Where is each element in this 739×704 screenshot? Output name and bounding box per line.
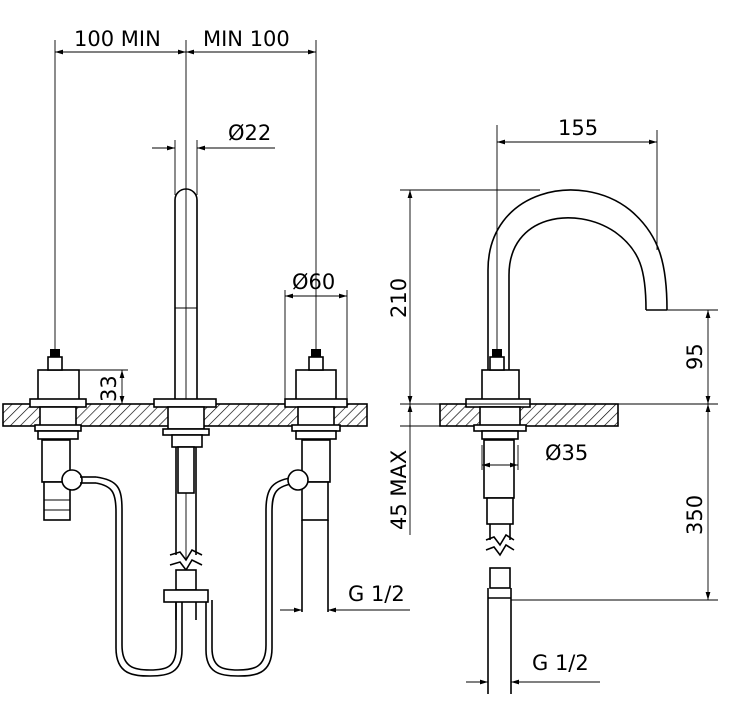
dim-base-diameter: Ø35 (545, 441, 588, 465)
dim-left-spacing: 100 MIN (74, 27, 161, 51)
dim-spout-reach: 155 (558, 116, 598, 140)
dim-deck-thickness: 45 MAX (387, 450, 411, 530)
dim-right-spacing: MIN 100 (203, 27, 290, 51)
dim-handle-diameter: Ø60 (292, 270, 335, 294)
dim-right-connection: G 1/2 (532, 651, 589, 675)
left-handle (29, 40, 96, 521)
dim-left-connection: G 1/2 (348, 582, 405, 606)
dim-spout-outlet-height: 95 (683, 343, 707, 370)
right-handle (284, 349, 348, 612)
dim-spout-height: 210 (387, 278, 411, 318)
front-view: 100 MIN MIN 100 Ø22 Ø60 33 G 1/2 (2, 27, 410, 677)
dim-handle-height: 33 (97, 375, 121, 402)
spout-front (153, 40, 217, 620)
side-view: 155 210 95 45 MAX Ø35 350 G 1/2 (387, 116, 718, 694)
dim-spout-diameter: Ø22 (228, 121, 271, 145)
dim-hose-length: 350 (683, 495, 707, 535)
